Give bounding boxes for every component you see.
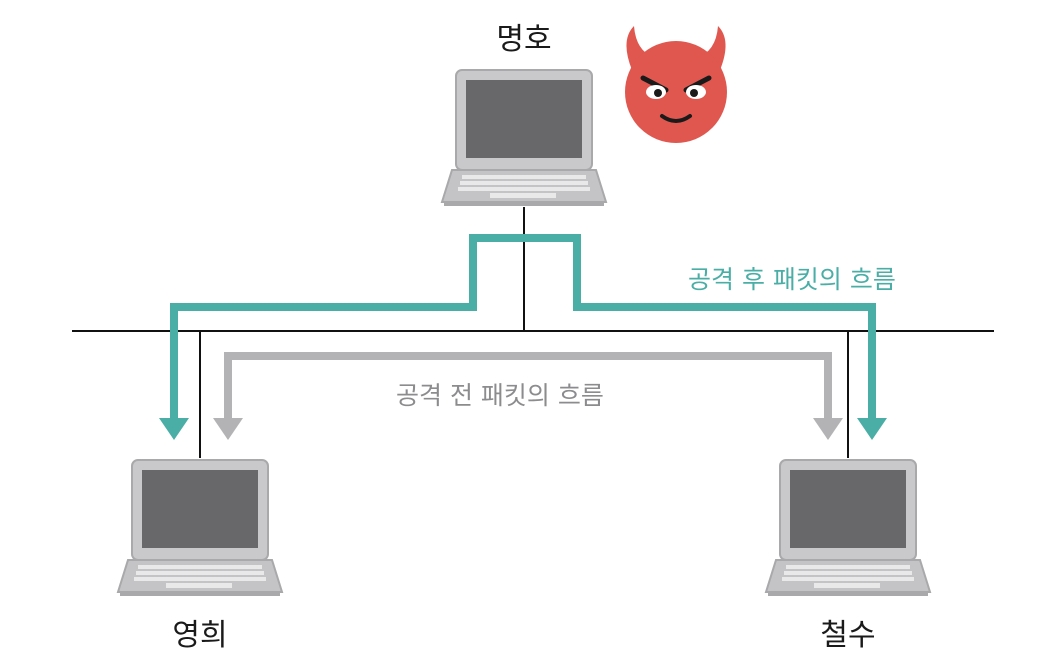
flow-before-label: 공격 전 패킷의 흐름 — [396, 381, 604, 410]
attacker-label: 명호 — [496, 22, 552, 57]
flow-before-path — [213, 352, 843, 440]
flow-after-path — [159, 234, 887, 440]
left-laptop-icon — [117, 459, 283, 597]
devil-face-icon — [625, 26, 727, 143]
flow-after-arrow-right — [857, 418, 887, 440]
flow-after-label: 공격 후 패킷의 흐름 — [688, 265, 896, 294]
attacker-laptop-icon — [441, 69, 607, 207]
flow-after-arrow-left — [159, 418, 189, 440]
right-node-label: 철수 — [820, 618, 876, 653]
left-node-label: 영희 — [172, 618, 228, 653]
flow-before-arrow-right — [813, 418, 843, 440]
flow-before-arrow-left — [213, 418, 243, 440]
right-laptop-icon — [765, 459, 931, 597]
